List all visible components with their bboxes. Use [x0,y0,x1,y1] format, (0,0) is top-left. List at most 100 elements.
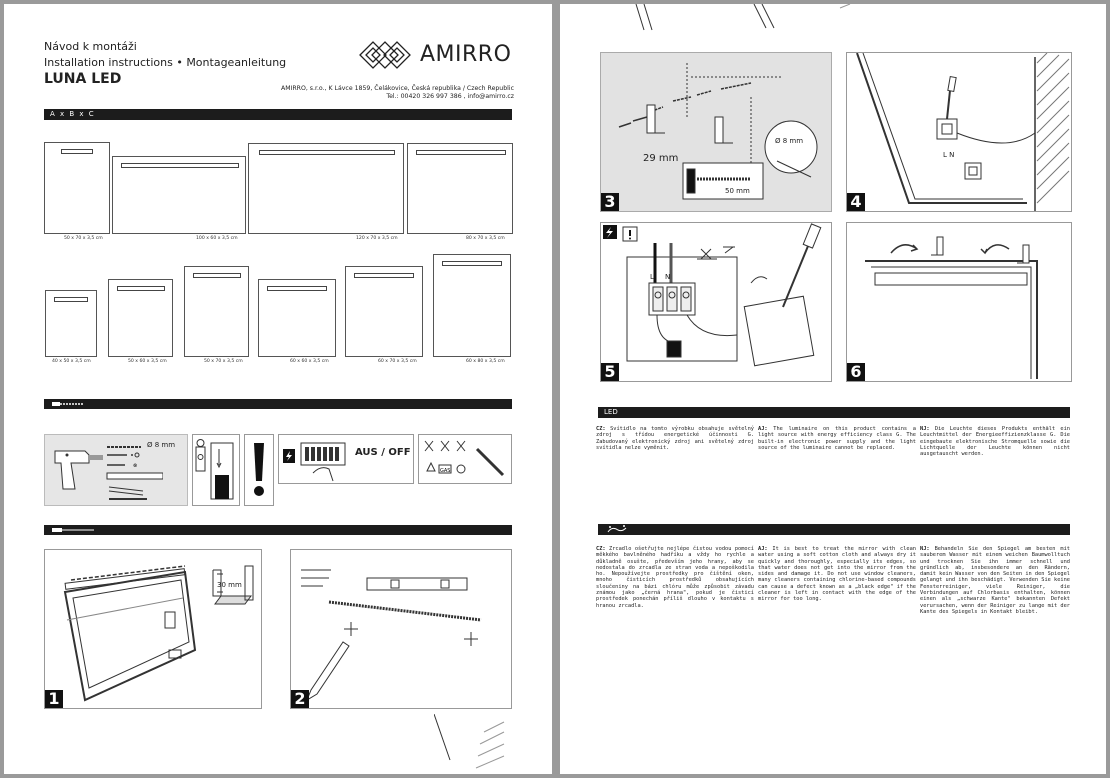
care-nj-lead: NJ: [920,546,930,552]
step-5-l: L [650,273,654,281]
level-tool-panel [192,434,240,506]
mirror-50x60 [108,279,173,357]
step-4-panel: L N 4 [846,52,1072,212]
step-1-illustration [63,565,254,702]
mirror-50x70b [184,266,249,357]
step-4-ln: L N [943,151,955,159]
mirror-60x80 [433,254,511,357]
step-5-illustration [603,223,822,367]
mirror-100x60 [112,156,246,234]
drill-size-label: Ø 8 mm [147,441,176,449]
cleaning-icon [607,525,627,533]
company-contact: Tel.: 00420 326 997 386 , info@amirro.cz [386,93,514,100]
led-label: LED [604,408,618,416]
led-aj-body: The luminaire on this product contains a… [758,426,916,451]
amirro-logo-icon [359,41,411,69]
mirror-80x70 [407,143,513,234]
no-pipes-icon: GAS [424,440,505,477]
step-2-number: 2 [291,690,309,708]
led-bar: LED [598,407,1070,418]
step-3-illustration [618,63,818,200]
svg-text:⊗: ⊗ [133,463,137,469]
care-text-nj: NJ: Behandeln Sie den Spiegel am besten … [920,546,1070,615]
led-aj-lead: AJ: [758,426,768,432]
size-label: 100 x 60 x 3,5 cm [196,236,238,241]
installation-bar [44,525,512,535]
step-3-50mm: 50 mm [725,187,750,195]
mirror-50x70 [44,142,110,234]
size-label: 50 x 70 x 3,5 cm [64,236,103,241]
left-page: Návod k montáži Installation instruction… [4,4,552,774]
step-6-number: 6 [847,363,865,381]
power-off-panel: AUS / OFF [278,434,414,484]
fuse-box-icon [300,442,346,482]
step-2-panel: 2 [290,549,512,709]
mirror-120x70 [248,143,404,234]
drill-icon [54,450,103,490]
product-name: LUNA LED [44,71,122,87]
brand-name: AMIRRO [420,42,512,67]
top-decoration-icon [635,4,851,31]
care-cz-lead: CZ: [596,546,606,552]
aus-off-label: AUS / OFF [355,447,411,458]
led-text-nj: NJ: Die Leuchte dieses Produkts enthält … [920,426,1070,457]
care-bar [598,524,1070,535]
care-text-aj: AJ: It is best to treat the mirror with … [758,546,916,603]
exclamation-icon [254,443,264,496]
step-5-n: N [665,273,671,281]
page-subtitle: Installation instructions • Montageanlei… [44,56,287,69]
led-text-aj: AJ: The luminaire on this product contai… [758,426,916,451]
care-text-cz: CZ: Zrcadlo ošetřujte nejlépe čistou vod… [596,546,754,609]
svg-text:GAS: GAS [440,468,450,474]
led-nj-lead: NJ: [920,426,930,432]
size-label: 60 x 80 x 3,5 cm [466,359,505,364]
warning-panel [244,434,274,506]
step-3-29mm: 29 mm [643,153,679,164]
care-cz-body: Zrcadlo ošetřujte nejlépe čistou vodou p… [596,546,754,609]
led-nj-body: Die Leuchte dieses Produkts enthält ein … [920,426,1070,458]
size-label: 50 x 70 x 3,5 cm [204,359,243,364]
size-label: 50 x 60 x 3,5 cm [128,359,167,364]
led-cz-lead: CZ: [596,426,606,432]
step-5-panel: L N 5 [600,222,832,382]
step-3-panel: 29 mm 50 mm Ø 8 mm 3 [600,52,832,212]
dimensions-label: A x B x C [50,110,96,118]
mirror-40x50 [45,290,97,357]
step-6-illustration [865,236,1038,379]
company-address: AMIRRO, s.r.o., K Lávce 1859, Čelákovice… [280,85,514,92]
led-text-cz: CZ: Svítidlo na tomto výrobku obsahuje s… [596,426,754,451]
lightning-icon [283,449,295,463]
care-aj-lead: AJ: [758,546,768,552]
step-6-panel: 6 [846,222,1072,382]
page-title-cz: Návod k montáži [44,40,137,53]
step-2-illustration [301,569,482,702]
care-nj-body: Behandeln Sie den Spiegel am besten mit … [920,546,1070,615]
step-4-illustration [856,52,1070,211]
size-label: 80 x 70 x 3,5 cm [466,236,505,241]
size-label: 60 x 70 x 3,5 cm [378,359,417,364]
size-label: 60 x 60 x 3,5 cm [290,359,329,364]
led-cz-body: Svítidlo na tomto výrobku obsahuje světe… [596,426,754,451]
screwdriver-icon [52,528,94,532]
step-1-number: 1 [45,690,63,708]
tools-panel: ⊗ Ø 8 mm [44,434,188,506]
screw-icon [52,402,84,406]
right-page: 29 mm 50 mm Ø 8 mm 3 L N 4 [560,4,1106,774]
bits-icon: ⊗ [106,446,163,500]
step-1-dimension: 30 mm [217,581,242,589]
size-label: 40 x 50 x 3,5 cm [52,359,91,364]
step-3-8mm: Ø 8 mm [775,137,804,145]
step-1-panel: 30 mm 1 [44,549,262,709]
mirror-60x60 [258,279,336,357]
corner-decoration-icon [434,714,505,769]
mirror-60x70 [345,266,423,357]
dimensions-bar: A x B x C [44,109,512,120]
step-5-number: 5 [601,363,619,381]
level-icon [195,439,234,500]
size-label: 120 x 70 x 3,5 cm [356,236,398,241]
care-aj-body: It is best to treat the mirror with clea… [758,546,916,603]
step-4-number: 4 [847,193,865,211]
step-3-number: 3 [601,193,619,211]
no-gas-panel: GAS [418,434,512,484]
tools-bar [44,399,512,409]
